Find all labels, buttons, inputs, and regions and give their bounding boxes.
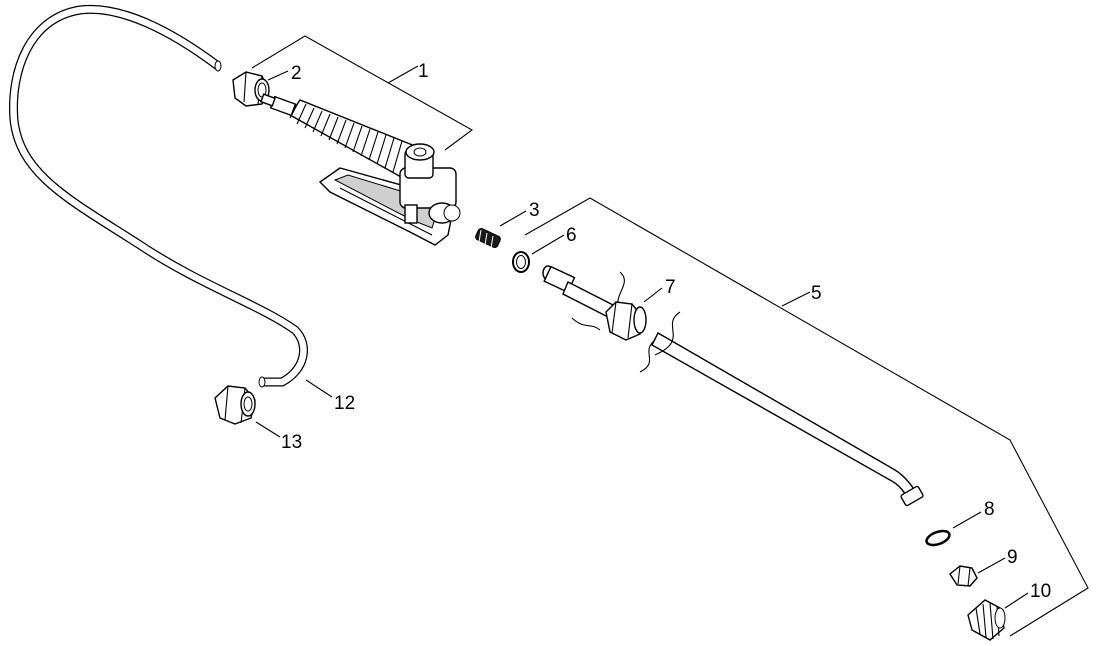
part-1-gun-body (260, 93, 461, 246)
leader-lines (251, 35, 1089, 637)
part-8-o-ring (925, 529, 951, 547)
part-3-spring (475, 227, 501, 249)
callout-3: 3 (529, 200, 540, 221)
callout-1: 1 (418, 61, 429, 82)
part-9-nozzle (949, 565, 978, 587)
part-10-nozzle-cap (967, 599, 1006, 641)
callout-7: 7 (665, 277, 676, 298)
callout-5: 5 (811, 283, 822, 304)
part-5-lance (542, 265, 924, 507)
callout-2: 2 (291, 63, 302, 84)
callout-9: 9 (1007, 547, 1018, 568)
callout-13: 13 (281, 432, 302, 453)
callout-8: 8 (984, 499, 995, 520)
part-7-union-nut (605, 301, 647, 341)
part-6-o-ring (512, 251, 530, 273)
part-12-hose (9, 4, 308, 388)
part-13-nut (214, 385, 256, 425)
callout-labels: 1 2 3 5 6 7 8 9 10 12 13 (281, 61, 1051, 602)
callout-6: 6 (566, 225, 577, 246)
callout-12: 12 (334, 393, 355, 414)
callout-10: 10 (1030, 581, 1051, 602)
